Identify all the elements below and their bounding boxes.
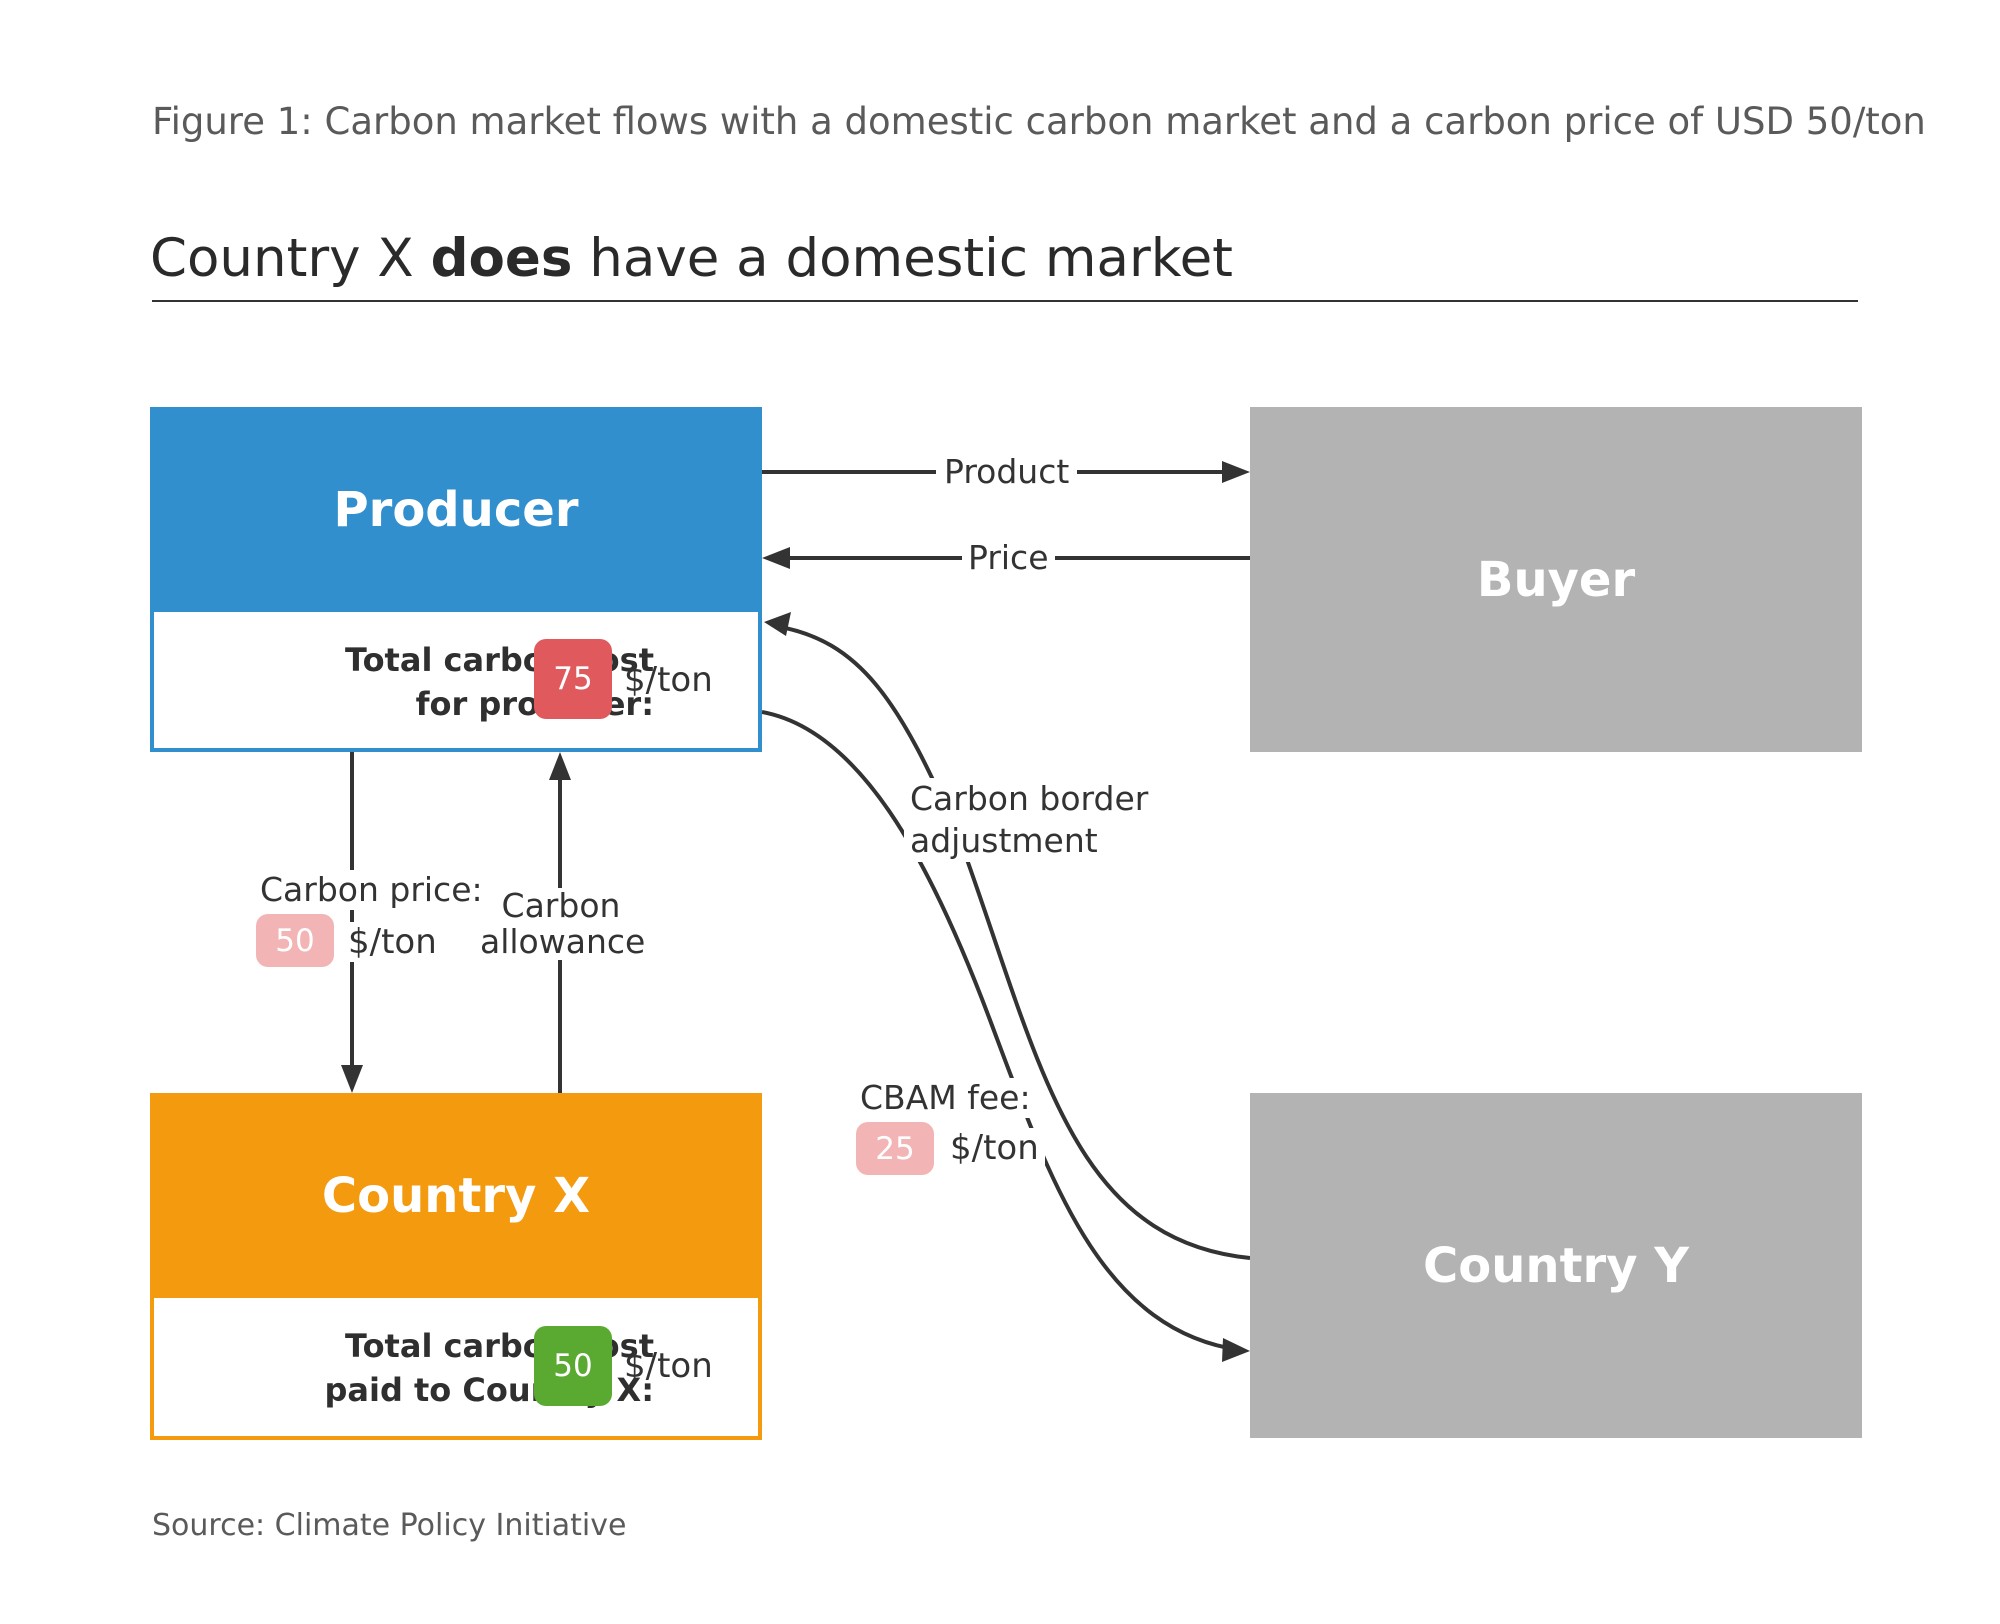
country-x-cost-value: 50 [534,1326,612,1406]
cbam-fee-arrowhead [1222,1338,1250,1362]
country-y-title: Country Y [1423,1237,1689,1294]
producer-cost-panel: Total carbon cost for producer: 75 $/ton [150,612,762,752]
figure-title: Figure 1: Carbon market flows with a dom… [152,100,1926,143]
heading-bold: does [430,228,573,289]
country-x-title: Country X [321,1167,591,1224]
price-arrowhead [762,547,790,569]
product-arrowhead [1222,461,1250,483]
cba-line2: adjustment [910,821,1098,860]
buyer-title: Buyer [1476,551,1636,608]
carbon-allowance-label: Carbon allowance [480,886,646,961]
country-x-cost-panel: Total carbon cost paid to Country X: 50 … [150,1298,762,1440]
cbam-fee-label: CBAM fee: [856,1078,1035,1118]
carbon-allowance-arrowhead [549,752,571,780]
carbon-price-arrowhead [341,1065,363,1093]
cba-line1: Carbon border [910,779,1149,818]
cbam-fee-arrow [761,710,1241,1352]
carbon-allowance-line1: Carbon [501,886,621,925]
heading-post: have a domestic market [572,228,1233,289]
cbam-fee-value: 25 [856,1122,934,1175]
country-x-box: Country X [150,1093,762,1298]
country-x-cost-unit: $/ton [624,1346,713,1386]
producer-title: Producer [333,481,579,538]
carbon-border-adjustment-arrow [774,624,1251,1260]
carbon-allowance-line2: allowance [480,922,646,961]
heading-pre: Country X [150,228,431,289]
carbon-price-label: Carbon price: [256,870,487,910]
carbon-border-adjustment-label: Carbon border adjustment [904,778,1155,862]
producer-box: Producer [150,407,762,612]
carbon-price-value: 50 [256,914,334,967]
heading-rule [152,300,1858,302]
product-label: Product [936,452,1078,492]
producer-cost-value: 75 [534,639,612,719]
country-y-box: Country Y [1250,1093,1862,1438]
buyer-box: Buyer [1250,407,1862,752]
page-heading: Country X does have a domestic market [150,228,1233,289]
producer-cost-unit: $/ton [624,660,713,700]
carbon-border-adjustment-arrowhead [764,612,791,636]
carbon-price-unit: $/ton [344,922,441,962]
cbam-fee-unit: $/ton [944,1128,1045,1168]
price-label: Price [962,538,1055,578]
source-note: Source: Climate Policy Initiative [152,1508,627,1543]
